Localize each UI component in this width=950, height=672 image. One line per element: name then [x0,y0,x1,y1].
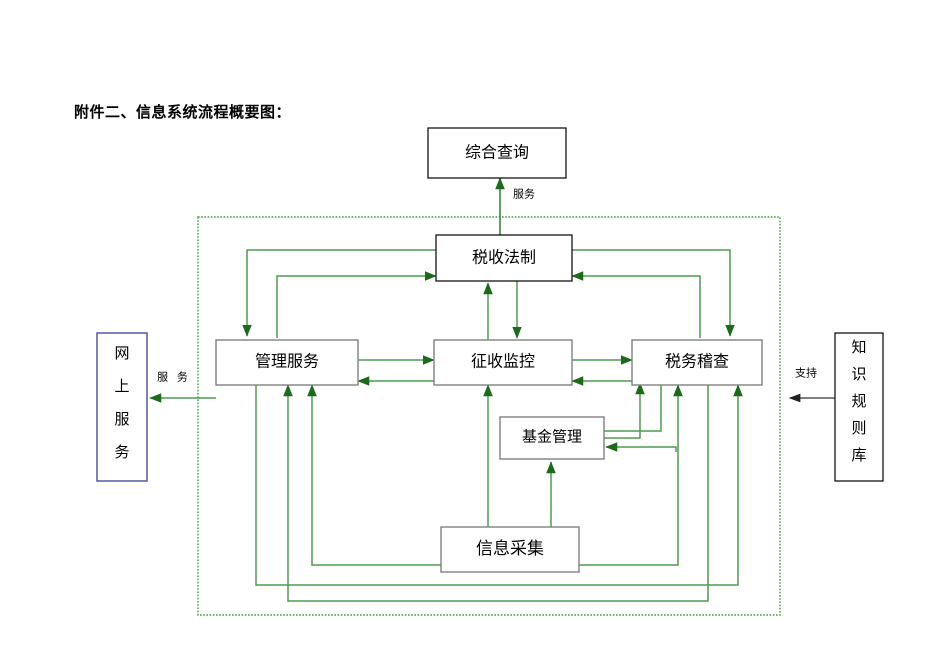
node-label-online-service-char-2: 服 [114,411,129,428]
node-label-online-service-char-1: 上 [114,378,129,395]
node-tax-audit[interactable]: 税务稽查 [631,339,763,386]
node-label-knowledge-rule-base-char-3: 则 [851,420,866,437]
edge-label-service-to-query: 服务 [513,188,535,201]
node-label-knowledge-rule-base-char-0: 知 [851,339,866,356]
node-label-tax-legal-system: 税收法制 [472,249,536,267]
node-label-knowledge-rule-base-char-1: 识 [851,366,866,383]
node-label-tax-audit: 税务稽查 [665,353,729,371]
node-label-information-collection: 信息采集 [476,539,544,558]
node-label-knowledge-rule-base-char-4: 库 [851,447,866,464]
node-online-service[interactable]: 网 上 服 务 [96,332,148,482]
node-fund-management[interactable]: 基金管理 [499,416,605,460]
edge-info-to-audit-a [579,384,683,566]
edge-audit-to-fund [604,383,662,432]
edge-audit-into-fund [605,442,677,452]
page-title: 附件二、信息系统流程概要图： [74,103,292,121]
node-comprehensive-query[interactable]: 综合查询 [427,127,567,179]
node-collection-monitoring[interactable]: 征收监控 [433,339,573,386]
edge-loop-inner-management [283,384,709,602]
edge-audit-to-legal [571,271,701,338]
edge-info-to-management-a [307,384,441,566]
node-knowledge-rule-base[interactable]: 知 识 规 则 库 [834,332,884,482]
system-boundary-container [197,216,781,616]
node-label-fund-management: 基金管理 [522,428,582,445]
flow-connectors [149,177,743,602]
edge-legal-to-management [242,249,440,337]
node-label-collection-monitoring: 征收监控 [471,353,535,371]
node-label-online-service-char-3: 务 [114,444,129,461]
node-tax-legal-system[interactable]: 税收法制 [435,234,573,282]
node-label-online-service-char-0: 网 [114,346,129,362]
edge-label-support-from-knowledge: 支持 [795,366,817,380]
node-label-knowledge-rule-base-char-2: 规 [851,393,866,410]
edge-legal-to-audit [568,249,735,337]
node-information-collection[interactable]: 信息采集 [440,526,580,573]
node-management-service[interactable]: 管理服务 [215,339,359,386]
edge-loop-outer-audit [255,384,743,586]
edge-label-service-to-online: 服 务 [157,371,191,384]
node-label-management-service: 管理服务 [255,353,319,371]
edge-management-to-legal [276,271,437,338]
edge-fund-to-audit [604,382,645,439]
node-label-comprehensive-query: 综合查询 [465,144,529,162]
